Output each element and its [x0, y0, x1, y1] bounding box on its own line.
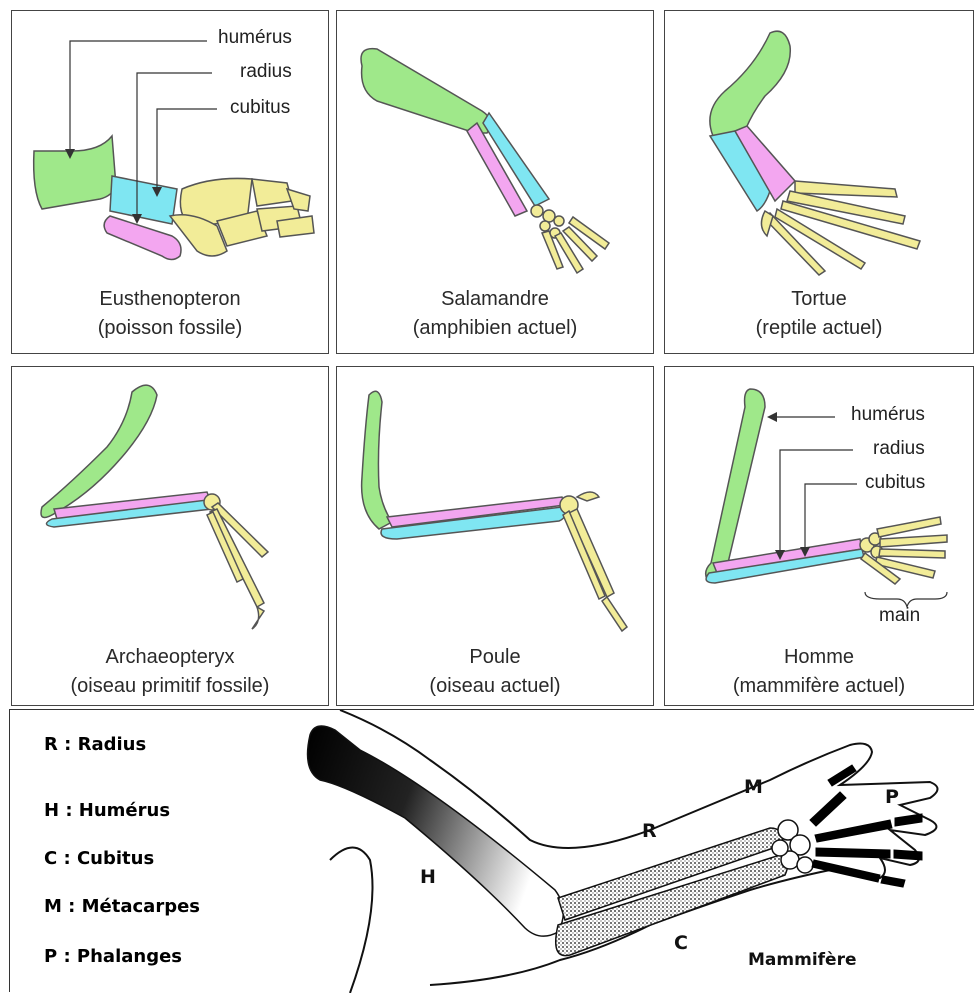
- panel-caption: Salamandre (amphibien actuel): [337, 285, 653, 343]
- panel-salamandre: Salamandre (amphibien actuel): [336, 10, 654, 354]
- species-description: (amphibien actuel): [337, 314, 653, 343]
- species-name: Salamandre: [337, 285, 653, 314]
- panel-caption: Homme (mammifère actuel): [665, 643, 973, 701]
- humerus-bone: [34, 136, 116, 209]
- humerus-label: humérus: [218, 27, 292, 49]
- legend-cubitus: C : Cubitus: [44, 848, 154, 869]
- hand-bones: [563, 492, 627, 631]
- main-label: main: [879, 605, 920, 627]
- hand-bones: [531, 205, 609, 273]
- label-h: H: [420, 866, 436, 888]
- species-description: (reptile actuel): [665, 314, 973, 343]
- hand-bones: [761, 181, 920, 275]
- panel-homme: humérus radius cubitus main Homme (mammi…: [664, 366, 974, 706]
- label-r: R: [642, 820, 657, 842]
- humerus-bone: [41, 385, 157, 517]
- hand-bone: [252, 179, 292, 206]
- mammal-arm-section: R : Radius H : Humérus C : Cubitus M : M…: [9, 709, 974, 992]
- legend-phalanges: P : Phalanges: [44, 946, 182, 967]
- radius-label: radius: [240, 61, 292, 83]
- panel-poule: Poule (oiseau actuel): [336, 366, 654, 706]
- species-description: (mammifère actuel): [665, 672, 973, 701]
- panel-caption: Archaeopteryx (oiseau primitif fossile): [12, 643, 328, 701]
- humerus-bone: [361, 49, 491, 133]
- panel-caption: Eusthenopteron (poisson fossile): [12, 285, 328, 343]
- cubitus-label: cubitus: [230, 97, 290, 119]
- humerus-bone: [308, 726, 564, 936]
- panel-eusthenopteron: humérus radius cubitus Eusthenopteron (p…: [11, 10, 329, 354]
- cubitus-bone: [110, 176, 177, 224]
- panel-archaeopteryx: Archaeopteryx (oiseau primitif fossile): [11, 366, 329, 706]
- hand-bones: [860, 517, 947, 584]
- label-c: C: [674, 932, 688, 954]
- label-p: P: [885, 786, 899, 808]
- species-description: (oiseau actuel): [337, 672, 653, 701]
- humerus-bone: [710, 31, 790, 136]
- panel-caption: Poule (oiseau actuel): [337, 643, 653, 701]
- hand-bones: [207, 503, 268, 629]
- species-name: Tortue: [665, 285, 973, 314]
- cubitus-label: cubitus: [865, 472, 925, 494]
- legend-radius: R : Radius: [44, 734, 146, 755]
- humerus-label: humérus: [851, 404, 925, 426]
- species-description: (oiseau primitif fossile): [12, 672, 328, 701]
- panel-caption: Tortue (reptile actuel): [665, 285, 973, 343]
- species-name: Homme: [665, 643, 973, 672]
- species-name: Archaeopteryx: [12, 643, 328, 672]
- radius-label: radius: [873, 438, 925, 460]
- legend-humerus: H : Humérus: [44, 800, 170, 821]
- humerus-bone: [362, 391, 392, 529]
- species-name: Eusthenopteron: [12, 285, 328, 314]
- arm-title: Mammifère: [748, 950, 856, 970]
- species-description: (poisson fossile): [12, 314, 328, 343]
- label-m: M: [744, 776, 763, 798]
- panel-tortue: Tortue (reptile actuel): [664, 10, 974, 354]
- species-name: Poule: [337, 643, 653, 672]
- humerus-bone: [706, 389, 765, 581]
- legend-metacarpes: M : Métacarpes: [44, 896, 200, 917]
